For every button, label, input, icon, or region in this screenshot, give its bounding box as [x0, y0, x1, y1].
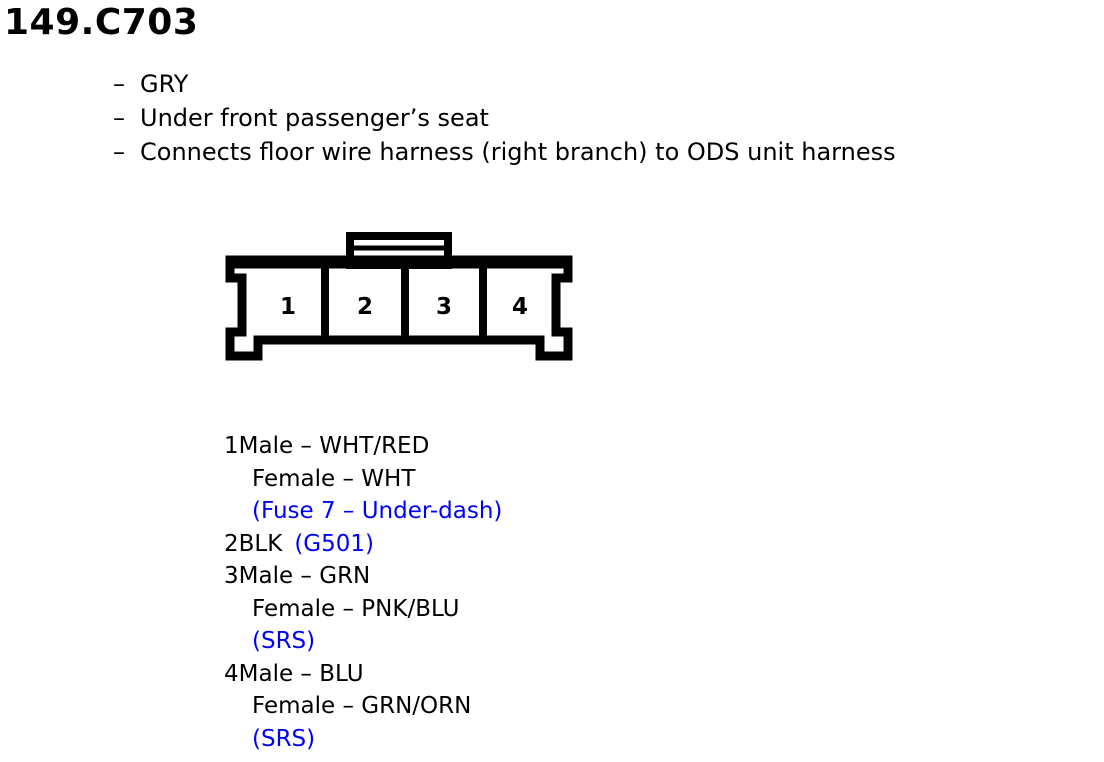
connector-locking-tab [346, 232, 452, 269]
cavity-label-4: 4 [512, 294, 528, 320]
dash-bullet-icon: – [113, 104, 125, 132]
cavity-label-2: 2 [357, 294, 373, 320]
pin-primary-text: Male – WHT/RED [238, 433, 430, 459]
list-item: – GRY [113, 67, 896, 101]
description-list: – GRY – Under front passenger’s seat – C… [113, 67, 896, 169]
pin-entry: 4Male – BLU Female – GRN/ORN (SRS) [224, 658, 502, 756]
page-title: 149.C703 [4, 2, 199, 43]
pin-entry: 3Male – GRN Female – PNK/BLU (SRS) [224, 560, 502, 658]
pin-entry: 2BLK (G501) [224, 528, 502, 561]
pin-entry: 1Male – WHT/RED Female – WHT (Fuse 7 – U… [224, 430, 502, 528]
description-text: Under front passenger’s seat [140, 104, 489, 132]
description-text: Connects floor wire harness (right branc… [140, 138, 896, 166]
connector-shell-outline [225, 255, 573, 361]
pin-primary-text: Male – BLU [238, 660, 364, 687]
pin-number: 2 [224, 530, 239, 557]
pin-secondary-line: Female – PNK/BLU [252, 595, 460, 622]
list-item: – Connects floor wire harness (right bra… [113, 135, 896, 169]
list-item: – Under front passenger’s seat [113, 101, 896, 135]
pin-number: 1 [224, 433, 239, 459]
pin-primary-line: 2BLK (G501) [224, 528, 502, 561]
pin-reference: (SRS) [252, 725, 316, 752]
pin-primary-text: Male – GRN [238, 563, 371, 589]
dash-bullet-icon: – [113, 138, 125, 166]
pin-number: 3 [224, 563, 239, 589]
pin-reference: (Fuse 7 – Under-dash) [252, 498, 503, 524]
pin-reference: (SRS) [252, 628, 316, 654]
dash-bullet-icon: – [113, 70, 125, 98]
cavity-label-3: 3 [436, 294, 452, 320]
pin-primary-line: 1Male – WHT/RED [224, 430, 502, 463]
pin-assignment-list: 1Male – WHT/RED Female – WHT (Fuse 7 – U… [224, 430, 502, 755]
pin-reference-inline: (G501) [294, 530, 374, 557]
pin-secondary-line: Female – GRN/ORN [252, 693, 472, 719]
pin-primary-line: 3Male – GRN [224, 560, 502, 593]
pin-primary-line: 4Male – BLU [224, 658, 502, 691]
connector-diagram: 1 2 3 4 [210, 228, 610, 378]
pin-primary-text: BLK [238, 530, 283, 557]
pin-number: 4 [224, 660, 239, 687]
description-text: GRY [140, 70, 189, 98]
cavity-label-1: 1 [280, 294, 296, 320]
pin-secondary-line: Female – WHT [252, 465, 416, 492]
